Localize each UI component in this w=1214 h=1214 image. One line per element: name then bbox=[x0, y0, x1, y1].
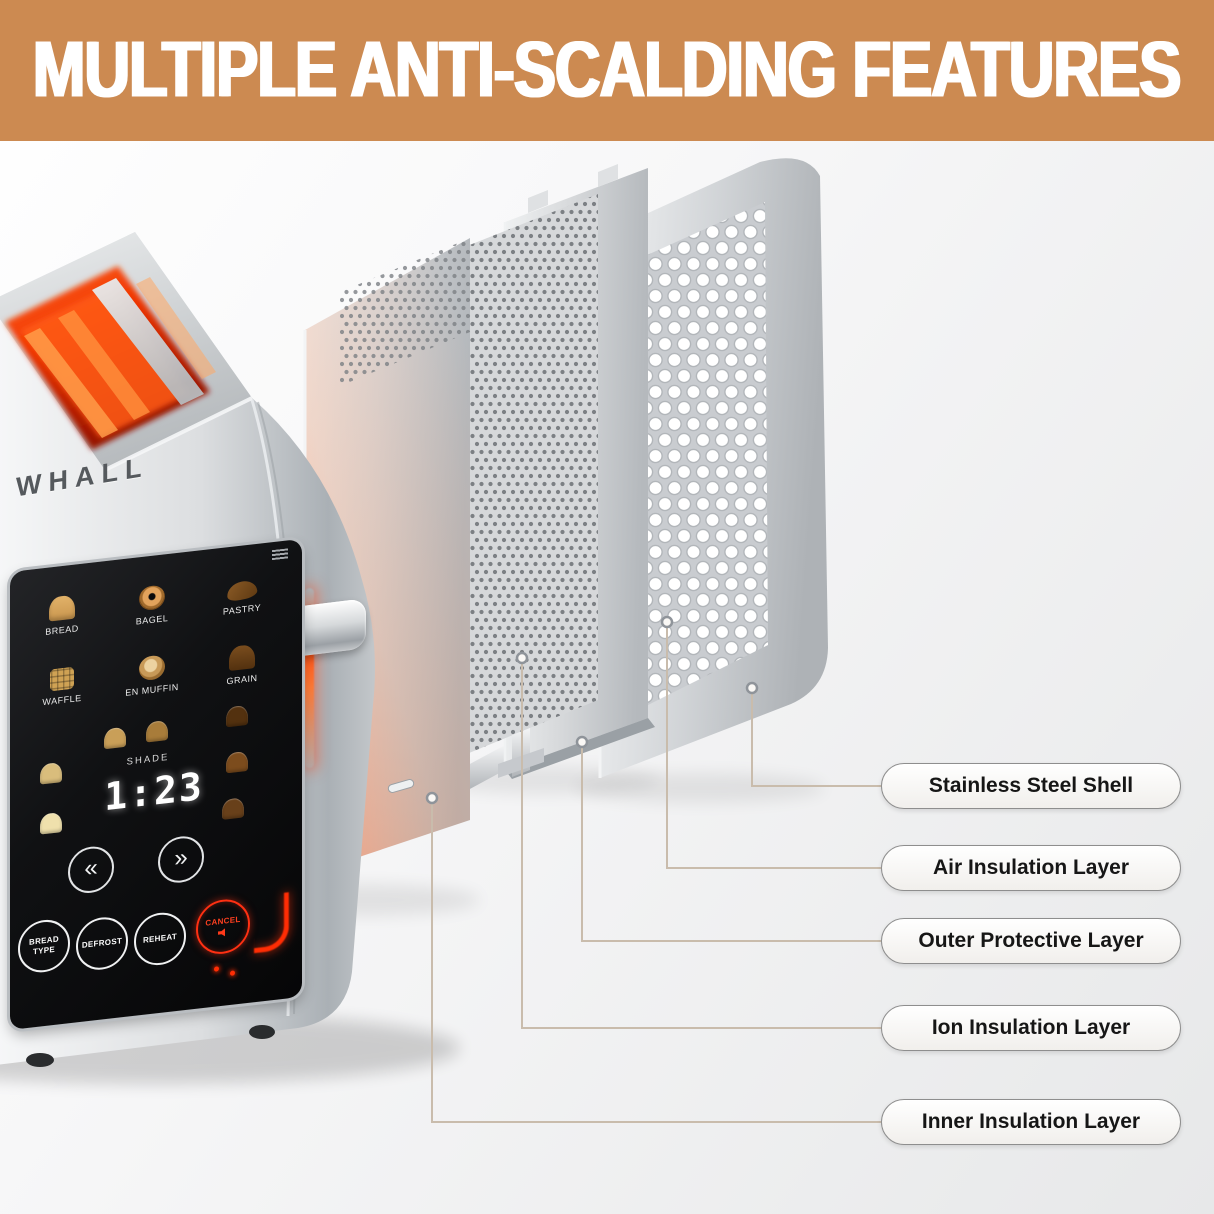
toaster-foot bbox=[26, 1053, 54, 1067]
mode-label: BAGEL bbox=[135, 612, 169, 627]
mode-label: BREAD bbox=[45, 623, 79, 637]
reheat-button: REHEAT bbox=[134, 909, 186, 968]
mode-label: PASTRY bbox=[222, 602, 262, 617]
indicator-light bbox=[214, 966, 219, 972]
english-muffin-icon bbox=[139, 654, 165, 682]
callout-dot-outer-protective bbox=[575, 735, 589, 749]
header-banner: MULTIPLE ANTI-SCALDING FEATURES bbox=[0, 0, 1214, 141]
toast-guide bbox=[24, 328, 118, 438]
callout-line-ion-insulation bbox=[521, 664, 881, 1029]
panel-shadow bbox=[575, 773, 825, 803]
slot-divider bbox=[92, 278, 204, 405]
waffle-icon bbox=[50, 666, 74, 692]
callout-label: Stainless Steel Shell bbox=[928, 774, 1134, 797]
callout-dot-inner-insulation bbox=[425, 791, 439, 805]
callout-ion-insulation-layer: Ion Insulation Layer bbox=[881, 1005, 1181, 1051]
speaker-icon bbox=[218, 928, 228, 937]
callout-label: Outer Protective Layer bbox=[918, 929, 1144, 952]
shade-level-icon bbox=[40, 812, 62, 835]
mode-label: GRAIN bbox=[226, 672, 258, 687]
toast-guide bbox=[58, 310, 150, 420]
callout-outer-protective-layer: Outer Protective Layer bbox=[881, 918, 1181, 964]
decrease-button: « bbox=[68, 844, 114, 896]
mode-en-muffin: EN MUFFIN bbox=[110, 647, 194, 700]
callout-dot-ion-insulation bbox=[515, 651, 529, 665]
mode-waffle: WAFFLE bbox=[20, 657, 104, 710]
button-label: CANCEL bbox=[205, 914, 241, 928]
button-label: DEFROST bbox=[81, 936, 123, 951]
button-label: BREAD TYPE bbox=[29, 934, 59, 957]
callout-label: Air Insulation Layer bbox=[932, 856, 1130, 879]
callout-inner-insulation-layer: Inner Insulation Layer bbox=[881, 1099, 1181, 1145]
toaster-foot bbox=[249, 1025, 275, 1039]
shade-level-icon bbox=[104, 726, 126, 750]
mode-label: EN MUFFIN bbox=[125, 681, 179, 698]
callout-line-outer-protective bbox=[581, 748, 881, 942]
mode-pastry: PASTRY bbox=[200, 567, 284, 620]
lever-track-glow bbox=[305, 588, 314, 768]
heat-glow-hook bbox=[254, 892, 289, 954]
toast-guide bbox=[136, 277, 216, 379]
callout-connectors bbox=[431, 628, 881, 1123]
bread-toast-icon bbox=[49, 594, 75, 622]
button-label: REHEAT bbox=[142, 932, 178, 946]
grain-bread-icon bbox=[229, 644, 255, 672]
callout-line-air-insulation bbox=[666, 628, 881, 869]
mode-bread: BREAD bbox=[20, 587, 104, 640]
bagel-icon bbox=[139, 584, 165, 612]
ion-insulation-layer-panel bbox=[450, 194, 598, 778]
mode-label: WAFFLE bbox=[42, 692, 82, 708]
page-title: MULTIPLE ANTI-SCALDING FEATURES bbox=[33, 26, 1182, 115]
increase-button: » bbox=[158, 833, 204, 886]
bread-type-button: BREAD TYPE bbox=[18, 917, 70, 976]
mode-bagel: BAGEL bbox=[110, 577, 194, 630]
shade-level-icon bbox=[226, 704, 248, 728]
defrost-button: DEFROST bbox=[76, 914, 128, 973]
indicator-light bbox=[230, 970, 235, 976]
pastry-icon bbox=[226, 578, 258, 603]
callout-dot-air-insulation bbox=[660, 615, 674, 629]
callout-label: Ion Insulation Layer bbox=[931, 1016, 1131, 1039]
callout-line-inner-insulation bbox=[431, 804, 881, 1123]
timer-display: 1:23 bbox=[104, 763, 204, 820]
mode-grain: GRAIN bbox=[200, 637, 284, 690]
volume-icon bbox=[272, 548, 288, 561]
callout-label: Inner Insulation Layer bbox=[921, 1110, 1141, 1133]
callout-line-stainless-steel-shell bbox=[751, 694, 881, 787]
shade-level-icon bbox=[146, 719, 168, 743]
stainless-steel-shell-panel bbox=[585, 158, 828, 779]
cancel-button: CANCEL bbox=[196, 896, 250, 957]
callout-dots bbox=[425, 615, 759, 805]
callout-air-insulation-layer: Air Insulation Layer bbox=[881, 845, 1181, 891]
callout-dot-stainless-steel-shell bbox=[745, 681, 759, 695]
shade-level-icon bbox=[40, 762, 62, 785]
control-panel: BREAD BAGEL PASTRY WAFFLE EN MUFFIN GRAI… bbox=[10, 538, 302, 1030]
callout-stainless-steel-shell: Stainless Steel Shell bbox=[881, 763, 1181, 809]
